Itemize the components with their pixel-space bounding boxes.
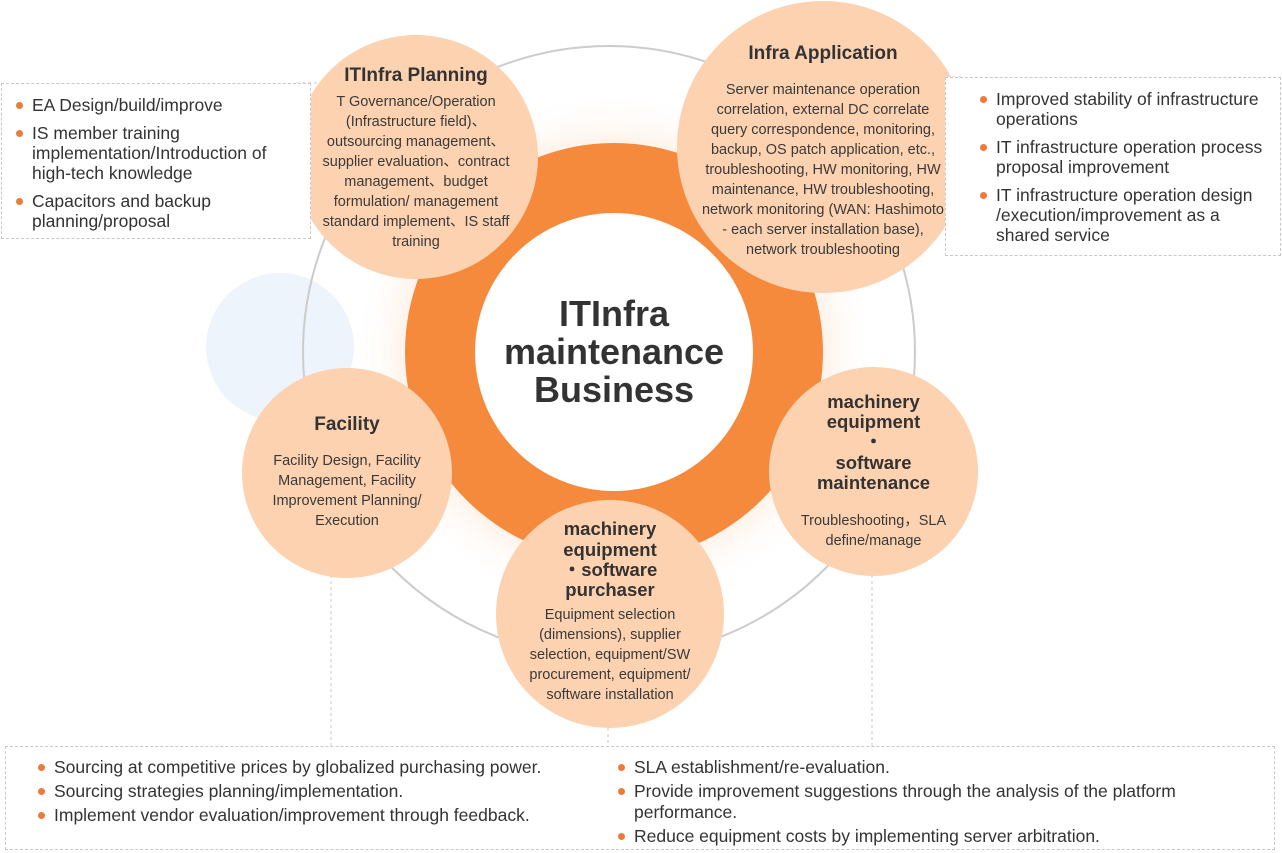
node-facility-title: Facility (314, 413, 380, 435)
box-bottom-right-item: Provide improvement suggestions through … (612, 781, 1252, 823)
box-right: Improved stability of infrastructure ope… (945, 77, 1281, 256)
box-left-item: Capacitors and backup planning/proposal (10, 191, 298, 231)
node-planning-desc: T Governance/Operation (Infrastructure f… (322, 94, 510, 251)
node-facility-desc: Facility Design, Facility Management, Fa… (272, 453, 422, 530)
node-maintenance-title-line-3: software maintenance (816, 451, 931, 494)
box-left-item: EA Design/build/improve (10, 95, 298, 115)
node-purchaser-desc: Equipment selection (dimensions), suppli… (529, 606, 691, 703)
box-bottom-right-item: Reduce equipment costs by implementing s… (612, 826, 1252, 847)
node-maintenance-desc: Troubleshooting，SLA define/manage (800, 513, 947, 550)
center-title-line-2: maintenance (503, 331, 725, 372)
node-planning: ITInfra Planning T Governance/Operation … (294, 35, 538, 279)
node-application-title: Infra Application (748, 42, 898, 64)
center-title-line-3: Business (533, 369, 695, 410)
box-left: EA Design/build/improve IS member traini… (1, 83, 311, 239)
box-bottom-left-item: Implement vendor evaluation/improvement … (32, 805, 602, 826)
node-purchaser-title-line-2: ・software purchaser (562, 559, 658, 601)
node-facility: Facility Facility Design, Facility Manag… (242, 368, 452, 578)
center-circle: ITInfra maintenance Business (475, 213, 753, 491)
node-maintenance-title: machinery equipment ・ software maintenan… (804, 390, 944, 494)
box-bottom-left-item: Sourcing strategies planning/implementat… (32, 781, 602, 802)
box-right-list: Improved stability of infrastructure ope… (974, 89, 1272, 245)
node-maintenance: machinery equipment ・ software maintenan… (769, 367, 978, 576)
box-bottom-left-list: Sourcing at competitive prices by global… (32, 757, 602, 829)
node-purchaser-title-line-1: machinery equipment (563, 518, 657, 560)
node-maintenance-title-line-2: ・ (864, 431, 883, 453)
box-right-item: IT infrastructure operation process prop… (974, 137, 1272, 177)
center-title-line-1: ITInfra (558, 293, 669, 334)
box-left-item: IS member training implementation/Introd… (10, 123, 298, 183)
node-purchaser: machinery equipment ・software purchaser … (496, 500, 724, 728)
box-bottom-left-item: Sourcing at competitive prices by global… (32, 757, 602, 778)
box-bottom: Sourcing at competitive prices by global… (5, 746, 1275, 850)
box-left-list: EA Design/build/improve IS member traini… (10, 95, 298, 231)
box-right-item: Improved stability of infrastructure ope… (974, 89, 1272, 129)
node-maintenance-title-line-1: machinery equipment (826, 390, 921, 432)
node-application: Infra Application Server maintenance ope… (677, 1, 969, 293)
box-right-item: IT infrastructure operation design /exec… (974, 185, 1272, 245)
center-title: ITInfra maintenance Business (494, 295, 734, 409)
box-bottom-right-item: SLA establishment/re-evaluation. (612, 757, 1252, 778)
node-purchaser-title: machinery equipment ・software purchaser (516, 519, 704, 600)
box-bottom-right-list: SLA establishment/re-evaluation. Provide… (612, 757, 1252, 850)
node-planning-title: ITInfra Planning (344, 64, 488, 86)
node-application-desc: Server maintenance operation correlation… (701, 82, 944, 259)
